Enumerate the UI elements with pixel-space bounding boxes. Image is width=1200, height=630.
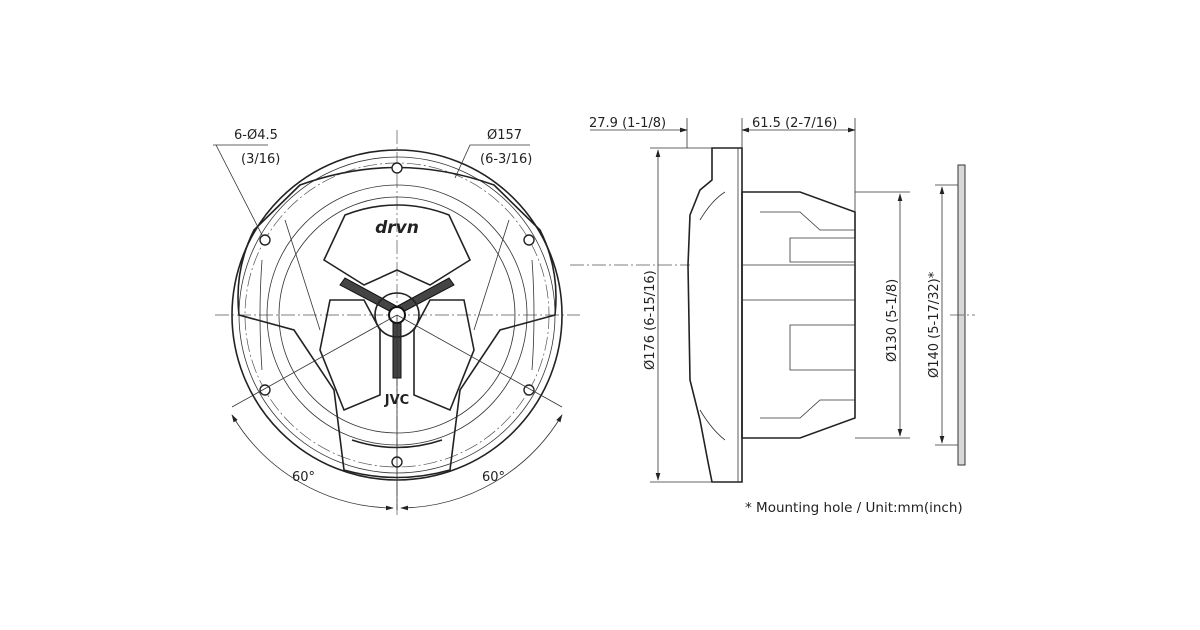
mounting-holes — [259, 162, 535, 468]
angle-left: 60° — [292, 470, 315, 485]
angle-right: 60° — [482, 470, 505, 485]
outer-diameter: Ø176 (6-15/16) — [643, 270, 658, 370]
diameter-label: Ø157 — [487, 128, 522, 143]
front-view: drvn JVC 6-Ø4.5 (3/16) Ø157 (6-3/16) 60°… — [213, 128, 580, 515]
side-view: 27.9 (1-1/8) 61.5 (2-7/16) Ø176 (6-15/16… — [570, 116, 975, 516]
hole-label-inch: (3/16) — [241, 152, 280, 167]
mounting-hole-diameter: Ø140 (5-17/32)* — [927, 271, 942, 378]
depth-rear: 61.5 (2-7/16) — [752, 116, 837, 131]
drvn-logo: drvn — [375, 218, 419, 238]
diameter-label-inch: (6-3/16) — [480, 152, 532, 167]
basket-diameter: Ø130 (5-1/8) — [885, 279, 900, 362]
jvc-logo: JVC — [384, 393, 409, 408]
depth-front: 27.9 (1-1/8) — [589, 116, 666, 131]
footnote: * Mounting hole / Unit:mm(inch) — [745, 500, 963, 516]
hole-label: 6-Ø4.5 — [234, 128, 278, 143]
